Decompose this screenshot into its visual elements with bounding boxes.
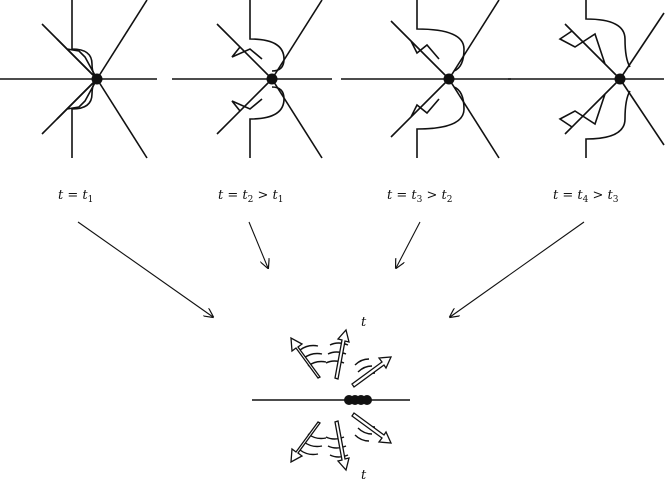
diag-ll: [390, 78, 450, 138]
converging-arrows: [77, 221, 585, 317]
panel-2: [172, 0, 332, 159]
diag-ul: [216, 23, 273, 80]
panel-4: [508, 0, 665, 158]
center-node: [614, 73, 626, 85]
summary-figure: t t: [252, 315, 410, 483]
panel-3: [341, 0, 511, 159]
front-curve: [585, 0, 631, 158]
ridge-ll: [56, 78, 98, 120]
lower-hatches: [299, 420, 376, 458]
diag-ul: [390, 20, 450, 80]
diag-ll: [216, 78, 273, 135]
arrow-3: [396, 221, 421, 268]
diag-lr: [96, 78, 148, 159]
diag-lr: [619, 78, 665, 146]
panel-labels: t = t1 t = t2 > t1 t = t3 > t2 t = t4 > …: [58, 188, 619, 205]
center-node: [443, 73, 455, 85]
diag-ul: [558, 23, 621, 80]
label-1: t = t1: [58, 188, 93, 205]
label-3: t = t3 > t2: [387, 188, 453, 205]
front-curve: [416, 0, 465, 158]
arrow-2: [248, 221, 268, 268]
panel-1: [0, 0, 157, 159]
lower-arrows: [290, 412, 393, 472]
diag-ur: [619, 12, 665, 80]
arrow-4: [450, 221, 585, 317]
front-curve: [249, 0, 285, 158]
upper-arrows: [290, 328, 393, 388]
diag-ur: [448, 0, 500, 80]
diag-ll: [558, 78, 621, 135]
label-4: t = t4 > t3: [553, 188, 619, 205]
label-2: t = t2 > t1: [218, 188, 284, 205]
center-node: [266, 73, 278, 85]
top-t-label: t: [361, 315, 367, 330]
diag-ur: [271, 0, 323, 80]
diag-lr: [271, 78, 323, 159]
diag-ur: [96, 0, 148, 80]
arrow-1: [77, 221, 213, 317]
node-cluster: [344, 395, 372, 405]
center-node: [91, 73, 103, 85]
ridge-ul: [56, 38, 98, 80]
bottom-t-label: t: [361, 468, 367, 483]
diag-lr: [448, 78, 500, 159]
